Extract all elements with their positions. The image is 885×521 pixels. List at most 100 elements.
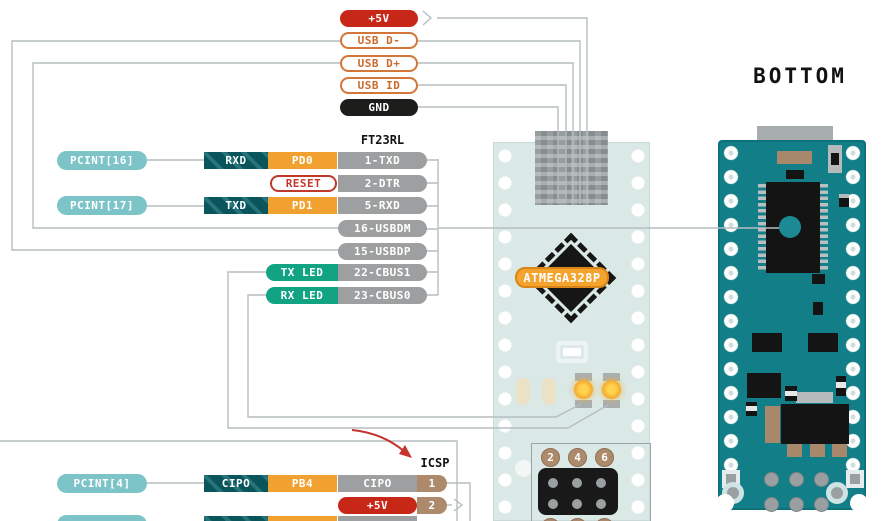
ic-chip	[752, 333, 782, 352]
ic-chip	[808, 333, 838, 352]
wire-usb-dm-right	[418, 40, 581, 204]
icsp-header-hole	[596, 478, 606, 488]
view-title: BOTTOM	[753, 64, 847, 88]
small-capacitor	[813, 302, 823, 315]
corner-hole	[716, 494, 734, 512]
icsp-num-2: 2	[417, 497, 447, 514]
cut-off-row-signal	[204, 516, 268, 521]
tx-led-pill: TX LED	[266, 264, 338, 281]
wire-5v	[437, 17, 588, 204]
pin-16-usbdm: 16-USBDM	[338, 220, 427, 237]
pcint4-pill: PCINT[4]	[57, 474, 147, 493]
pb4-box: PB4	[268, 475, 337, 492]
pd0-box: PD0	[268, 152, 337, 169]
wire-icsp-1	[446, 482, 471, 521]
arrow-right-icon	[422, 10, 433, 26]
icsp-header-hole	[548, 499, 558, 509]
arrow-right-icon	[453, 498, 464, 512]
pin-cipo: CIPO	[338, 475, 417, 492]
ft-chip-label: FT23RL	[360, 133, 405, 147]
pin-15-usbdp: 15-USBDP	[338, 243, 427, 260]
corner-pad	[846, 470, 864, 488]
txd-box: TXD	[204, 197, 268, 214]
rx-led-pill: RX LED	[266, 287, 338, 304]
icsp-header-outline	[531, 443, 651, 521]
small-component	[839, 194, 849, 207]
reset-pill: RESET	[270, 175, 337, 192]
ghost-board-pinholes-left	[497, 146, 513, 518]
tantalum-capacitor	[765, 406, 780, 443]
tx-led-pad-bottom	[575, 400, 592, 408]
small-capacitor	[812, 274, 825, 284]
cut-off-row-pin	[338, 516, 417, 521]
metal-cap	[796, 392, 833, 403]
capacitor-pair	[786, 170, 804, 179]
wire-gnd	[418, 106, 559, 204]
pd1-box: PD1	[268, 197, 337, 214]
pcint16-pill: PCINT[16]	[57, 151, 147, 170]
regulator-leg	[832, 444, 847, 457]
icsp-header-hole	[572, 478, 582, 488]
icsp-pointer-red-arrow	[351, 429, 412, 458]
pin-22-cbus1: 22-CBUS1	[338, 264, 427, 281]
icsp-header-hole	[572, 499, 582, 509]
rx-led-pad-top	[603, 373, 620, 381]
wire-usb-dm-loop	[11, 40, 340, 251]
rx-led-pad-bottom	[603, 400, 620, 408]
led-faint-2	[542, 378, 556, 405]
mounting-hole	[515, 460, 532, 477]
bottom-board-pinholes-left	[723, 144, 739, 474]
regulator-leg	[810, 444, 825, 457]
icsp-pad	[789, 472, 804, 487]
crystal-component-core	[831, 153, 839, 165]
bottom-board-pinholes-right	[845, 144, 861, 474]
pin-2-dtr: 2-DTR	[338, 175, 427, 192]
icsp-pad	[764, 472, 779, 487]
icsp-header-hole	[596, 499, 606, 509]
pin-gnd: GND	[340, 99, 418, 116]
cut-off-row-pcint	[57, 515, 147, 521]
icsp-pad	[789, 497, 804, 512]
icsp-pin-4-label: 4	[568, 448, 587, 467]
pin-5-rxd: 5-RXD	[338, 197, 427, 214]
cipo-box: CIPO	[204, 475, 268, 492]
small-capacitor	[746, 402, 757, 416]
usb-connector-tab	[757, 126, 833, 142]
ft232-chip-legs-right	[820, 184, 828, 272]
icsp-num-1: 1	[417, 475, 447, 492]
pin-23-cbus0: 23-CBUS0	[338, 287, 427, 304]
icsp-5v-pill: +5V	[338, 497, 417, 514]
pcint17-pill: PCINT[17]	[57, 196, 147, 215]
ghost-board-pinholes-right	[630, 146, 646, 518]
small-capacitor	[836, 376, 846, 396]
wire-usb-id	[418, 84, 567, 204]
ft232-chip-dimple	[779, 216, 801, 238]
icsp-pin-2-label: 2	[541, 448, 560, 467]
pin-usb-dp: USB D+	[340, 55, 418, 72]
icsp-pad	[814, 497, 829, 512]
pin-usb-dm: USB D-	[340, 32, 418, 49]
resonator	[777, 151, 812, 164]
reset-button	[556, 341, 588, 363]
pin-5v: +5V	[340, 10, 418, 27]
pin-1-txd: 1-TXD	[338, 152, 427, 169]
icsp-pad	[814, 472, 829, 487]
wire-rx-led	[247, 294, 582, 418]
tx-led-glow	[574, 380, 593, 399]
wire-tx-led	[227, 271, 609, 429]
rx-led-glow	[602, 380, 621, 399]
corner-hole	[850, 494, 868, 512]
mcu-label: ATMEGA328P	[515, 267, 609, 288]
component-block	[747, 373, 781, 398]
icsp-label: ICSP	[420, 456, 450, 470]
icsp-pin-6-label: 6	[595, 448, 614, 467]
wire-usb-dp-right	[418, 62, 574, 204]
wire-usb-dp-loop	[32, 62, 340, 229]
mount-pad	[826, 482, 848, 504]
icsp-pad	[764, 497, 779, 512]
tx-led-pad-top	[575, 373, 592, 381]
wire-ft-bus-stubs	[426, 159, 438, 296]
wire-icsp-row	[0, 440, 458, 521]
